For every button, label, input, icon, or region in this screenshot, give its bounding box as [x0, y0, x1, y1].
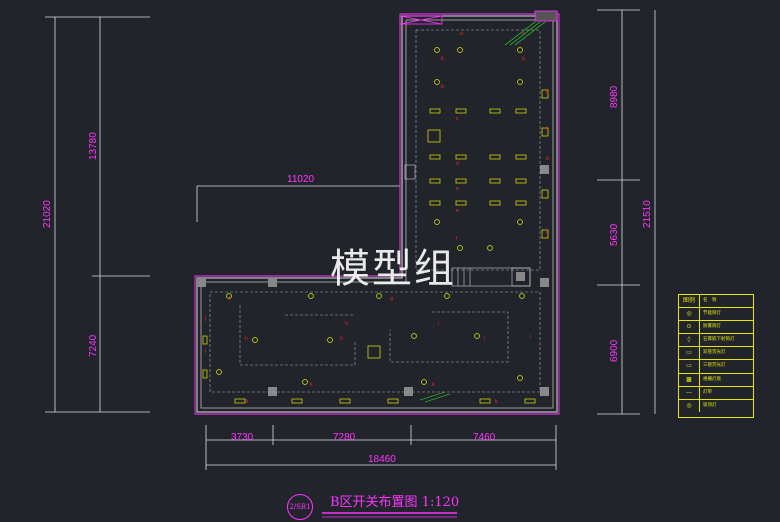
svg-text:d: d [456, 161, 459, 167]
columns [197, 165, 549, 396]
svg-text:g: g [390, 296, 393, 302]
legend-label: 三管荧光灯 [703, 363, 726, 369]
svg-text:k: k [432, 382, 435, 388]
svg-text:h: h [345, 321, 348, 327]
dim-right-total: 21510 [642, 200, 653, 228]
svg-text:d: d [546, 156, 549, 162]
svg-text:c: c [546, 126, 549, 132]
svg-text:i: i [438, 321, 439, 327]
dim-bottom-total: 18460 [368, 454, 396, 465]
legend-row: ▭三管荧光灯 [679, 360, 753, 374]
svg-text:k: k [246, 399, 249, 405]
svg-text:c: c [456, 116, 459, 122]
dim-bottom-a: 3730 [231, 432, 254, 443]
stair-block [404, 164, 531, 287]
dim-right-mid: 5630 [609, 223, 620, 246]
legend-label: 节能筒灯 [703, 311, 721, 317]
svg-text:k: k [495, 399, 498, 405]
svg-text:j: j [204, 348, 206, 354]
dimension-lines [45, 9, 656, 470]
equipment-block [399, 10, 558, 25]
svg-text:e: e [456, 208, 459, 214]
dim-left-lower: 7240 [88, 334, 99, 357]
building-outline [196, 15, 558, 413]
legend-row: ◎节能筒灯 [679, 308, 753, 322]
svg-text:h: h [245, 336, 248, 342]
legend-header: 图例 名 称 [679, 295, 753, 309]
svg-text:i: i [530, 334, 531, 340]
dim-right-top: 8980 [609, 85, 620, 108]
svg-text:e: e [456, 186, 459, 192]
legend-symbol-icon: ▭ [679, 360, 700, 373]
legend-label: 灯带 [703, 389, 712, 395]
legend-symbol-icon: ◎ [679, 308, 700, 321]
legend-row: ⊙防雾筒灯 [679, 321, 753, 335]
dim-left-upper: 13780 [88, 132, 99, 160]
title-underline [322, 512, 457, 518]
svg-text:f: f [456, 236, 458, 242]
legend-label: 双管荧光灯 [703, 350, 726, 356]
legend-symbol-icon: ▭ [679, 347, 700, 360]
dim-right-bottom: 6900 [609, 339, 620, 362]
legend-row: ◊石膏嵌下射筒灯 [679, 334, 753, 348]
svg-text:b: b [441, 84, 444, 90]
outer-boundary [194, 13, 560, 415]
panel-wiring [419, 21, 546, 403]
svg-text:b: b [522, 56, 525, 62]
legend-row: ▭双管荧光灯 [679, 347, 753, 361]
legend-row: ◎吸顶灯 [679, 399, 753, 412]
sheet-number: 2/SR1 [287, 494, 313, 520]
svg-text:a: a [522, 31, 525, 37]
legend-label: 吸顶灯 [703, 402, 717, 408]
light-fixtures [202, 47, 549, 404]
legend-symbol-icon: ◎ [679, 399, 700, 412]
svg-text:b: b [441, 56, 444, 62]
ceiling-outline [209, 29, 541, 393]
legend-symbol-icon: ⊙ [679, 321, 700, 334]
circuit-tags: a a b b b b c c d d e e f f f g h h h i i i j j k k k… [204, 31, 549, 405]
svg-text:b: b [546, 90, 549, 96]
legend-label: 防雾筒灯 [703, 324, 721, 330]
dim-bottom-b: 7280 [333, 432, 356, 443]
svg-text:f: f [546, 230, 548, 236]
legend-table: 图例 名 称 ◎节能筒灯 ⊙防雾筒灯 ◊石膏嵌下射筒灯 ▭双管荧光灯 ▭三管荧光… [678, 294, 754, 418]
watermark: 模型组 [330, 246, 456, 292]
svg-text:h: h [340, 336, 343, 342]
legend-row: —灯带 [679, 386, 753, 400]
svg-text:i: i [484, 336, 485, 342]
legend-header-name: 名 称 [703, 298, 717, 303]
legend-symbol-icon: ▩ [679, 373, 700, 386]
dim-left-total: 21020 [42, 200, 53, 228]
legend-row: ▩格栅灯盘 [679, 373, 753, 387]
drawing-title: B区开关布置图 1:120 [330, 495, 460, 510]
legend-label: 格栅灯盘 [703, 376, 721, 382]
svg-text:f: f [229, 296, 231, 302]
legend-symbol-icon: — [679, 386, 700, 399]
svg-text:a: a [460, 31, 463, 37]
svg-text:k: k [310, 382, 313, 388]
svg-text:j: j [204, 316, 206, 322]
dimension-texts: 21020 13780 7240 11020 8980 5630 6900 21… [42, 85, 653, 465]
dim-top-span: 11020 [287, 174, 315, 185]
legend-symbol-icon: ◊ [679, 334, 700, 347]
legend-label: 石膏嵌下射筒灯 [703, 337, 735, 343]
legend-header-symbol: 图例 [679, 295, 700, 308]
dim-bottom-c: 7460 [473, 432, 496, 443]
